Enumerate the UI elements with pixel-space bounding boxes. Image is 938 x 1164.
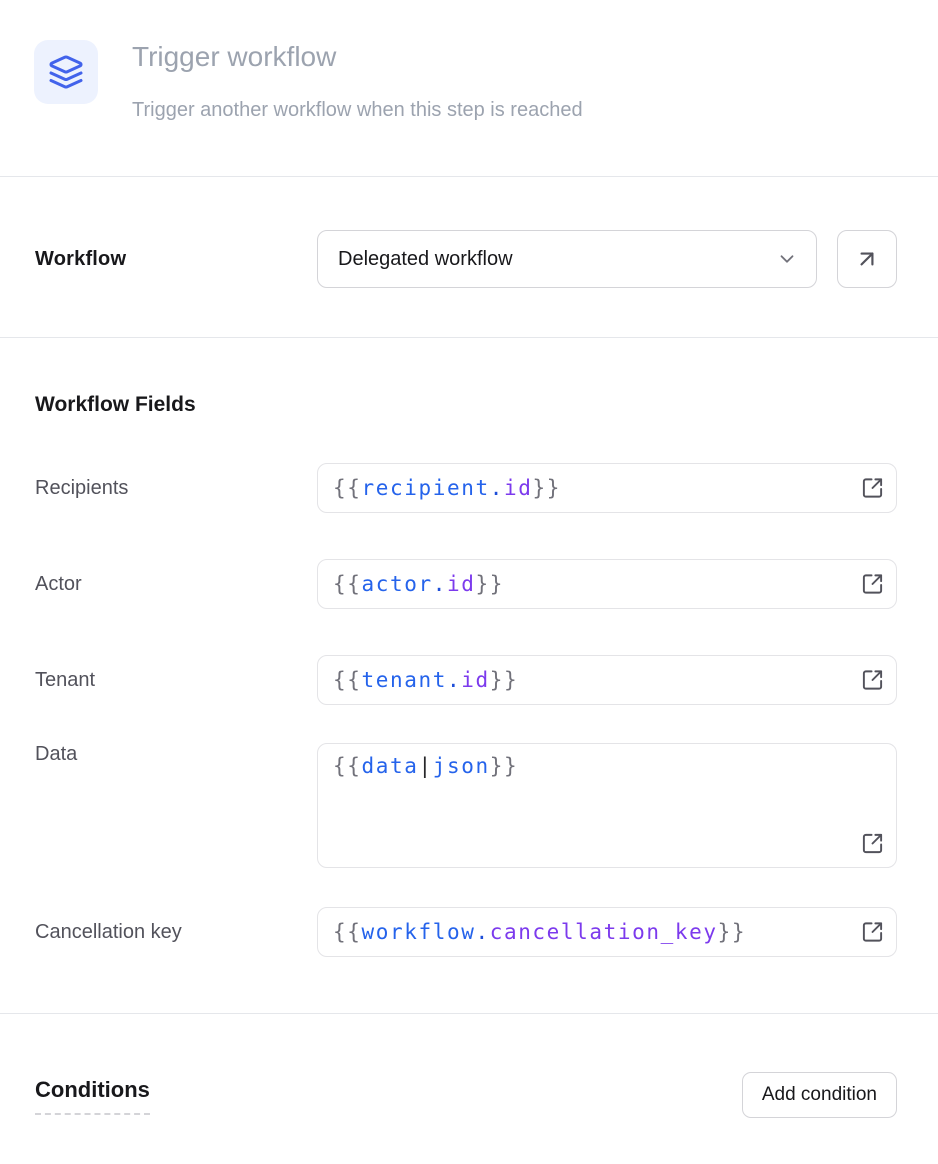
- field-row-recipients: Recipients {{ recipient.id }}: [35, 463, 897, 513]
- field-label: Cancellation key: [35, 920, 182, 943]
- conditions-heading: Conditions: [35, 1076, 150, 1115]
- field-label: Recipients: [35, 476, 129, 499]
- expand-editor-button[interactable]: [861, 832, 884, 855]
- external-link-icon: [861, 477, 884, 500]
- workflow-select-value: Delegated workflow: [338, 247, 513, 270]
- workflow-select[interactable]: Delegated workflow: [317, 230, 817, 288]
- arrow-up-right-icon: [854, 246, 880, 272]
- field-label: Actor: [35, 572, 82, 595]
- recipients-template-input[interactable]: {{ recipient.id }}: [317, 463, 897, 513]
- external-link-icon: [861, 573, 884, 596]
- open-workflow-button[interactable]: [837, 230, 897, 288]
- field-row-actor: Actor {{ actor.id }}: [35, 559, 897, 609]
- workflow-fields-heading: Workflow Fields: [35, 393, 196, 416]
- workflow-fields-section: Workflow Fields Recipients {{ recipient.…: [0, 392, 938, 957]
- field-label: Data: [35, 743, 78, 765]
- workflow-selector-row: Workflow Delegated workflow: [0, 230, 938, 288]
- external-link-icon: [861, 669, 884, 692]
- expand-editor-button[interactable]: [861, 573, 884, 596]
- actor-template-input[interactable]: {{ actor.id }}: [317, 559, 897, 609]
- step-header: Trigger workflow Trigger another workflo…: [0, 0, 938, 124]
- field-row-data: Data {{ data | json }}: [35, 743, 897, 868]
- workflow-label: Workflow: [35, 247, 127, 270]
- divider: [0, 1013, 938, 1014]
- data-template-input[interactable]: {{ data | json }}: [317, 743, 897, 868]
- layers-icon: [48, 54, 84, 90]
- tenant-template-input[interactable]: {{ tenant.id }}: [317, 655, 897, 705]
- field-label: Tenant: [35, 668, 96, 691]
- step-name-input[interactable]: Trigger workflow: [132, 41, 337, 72]
- step-icon-badge: [34, 40, 98, 104]
- external-link-icon: [861, 921, 884, 944]
- field-row-cancellation-key: Cancellation key {{ workflow.cancellatio…: [35, 907, 897, 957]
- step-description-input[interactable]: Trigger another workflow when this step …: [132, 99, 583, 121]
- external-link-icon: [861, 832, 884, 855]
- expand-editor-button[interactable]: [861, 669, 884, 692]
- divider: [0, 337, 938, 338]
- expand-editor-button[interactable]: [861, 921, 884, 944]
- add-condition-button[interactable]: Add condition: [741, 1072, 897, 1118]
- conditions-section: Conditions Add condition: [0, 1072, 938, 1118]
- divider: [0, 176, 938, 177]
- expand-editor-button[interactable]: [861, 477, 884, 500]
- cancellation-key-template-input[interactable]: {{ workflow.cancellation_key }}: [317, 907, 897, 957]
- chevron-down-icon: [776, 248, 798, 270]
- field-row-tenant: Tenant {{ tenant.id }}: [35, 655, 897, 705]
